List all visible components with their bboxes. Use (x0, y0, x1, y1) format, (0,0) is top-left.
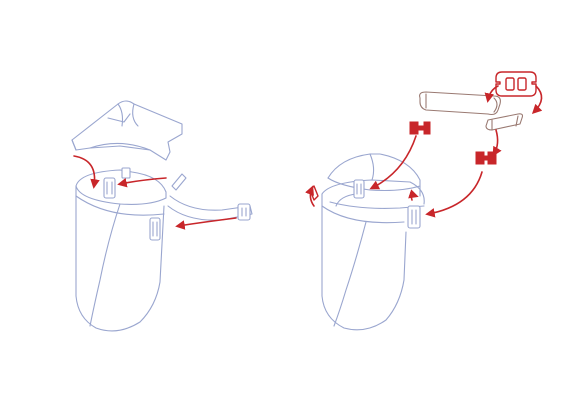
h-connector-right (476, 152, 496, 164)
visor-cap (72, 101, 182, 160)
assembled-shield (322, 194, 406, 330)
arrow-strap-to-connector (494, 130, 498, 154)
side-strap (168, 174, 252, 220)
assembled-cap (328, 154, 420, 196)
buckle (496, 72, 536, 96)
arrow-cap-to-band (74, 156, 95, 186)
strap-upper (420, 92, 501, 115)
arrow-strap-to-band (120, 178, 166, 184)
arrow-strap-to-shield (178, 218, 236, 226)
headband (76, 168, 166, 204)
face-shield-left (72, 101, 252, 331)
shield-visor (76, 186, 164, 331)
h-connector-left (410, 122, 430, 134)
strap-lower (486, 114, 523, 130)
arrow-connector-to-side (428, 172, 482, 214)
face-shield-right (310, 72, 542, 330)
arrow-side-slot (412, 196, 417, 201)
